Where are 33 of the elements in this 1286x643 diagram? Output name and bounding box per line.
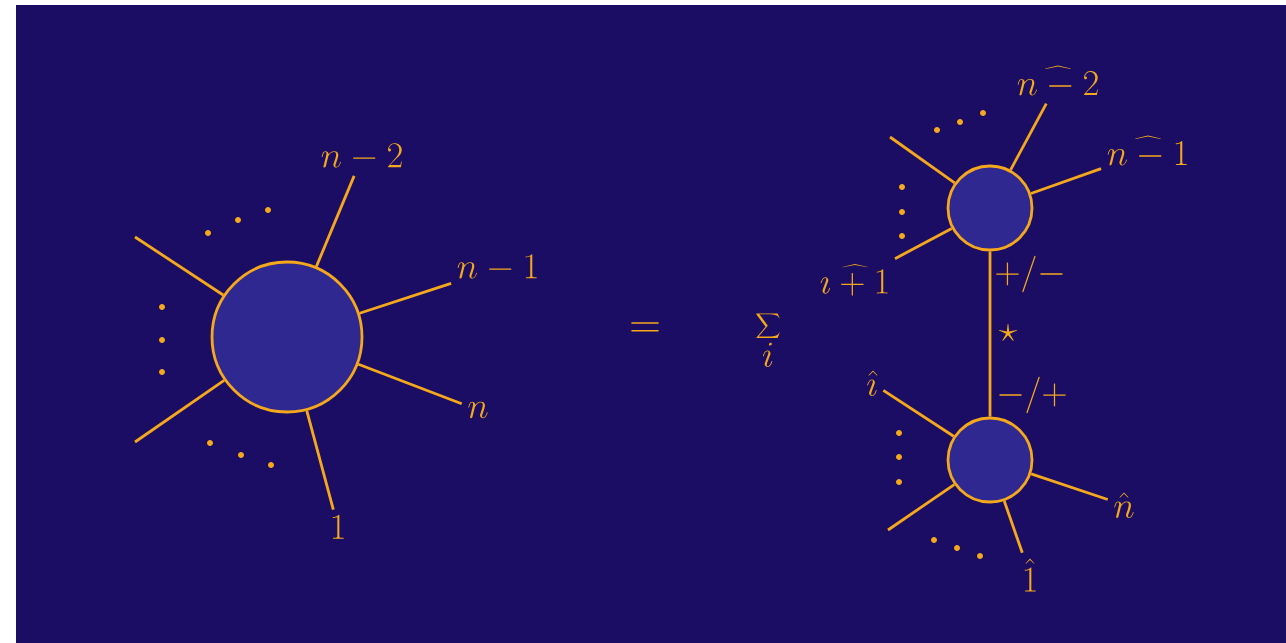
- leg-line: [1030, 167, 1102, 195]
- leg-label: $\hat{\imath}$: [867, 370, 878, 396]
- leg-label: $n-1$: [457, 254, 537, 279]
- leg-line: [894, 227, 953, 260]
- leg-label: $\hat{1}$: [1024, 558, 1036, 592]
- math-symbol: $+/-$: [996, 255, 1063, 293]
- vertex-circle: [946, 416, 1034, 504]
- math-symbol: $\sum_i$: [756, 313, 780, 367]
- leg-line: [889, 135, 956, 185]
- math-symbol: $-/+$: [999, 376, 1066, 414]
- leg-line: [305, 410, 335, 510]
- leg-label: $\widehat{\imath+1}$: [820, 263, 888, 296]
- leg-line: [134, 379, 225, 444]
- leg-label: $1$: [332, 514, 344, 539]
- vertex-circle: [210, 260, 364, 414]
- leg-label: $n-2$: [321, 143, 402, 168]
- leg-line: [1002, 500, 1024, 554]
- math-symbol: $\star$: [999, 323, 1017, 341]
- leg-label: $\widehat{n-2}$: [1017, 65, 1098, 96]
- leg-line: [882, 389, 955, 438]
- leg-line: [134, 235, 224, 297]
- leg-line: [357, 362, 463, 406]
- leg-line: [887, 483, 955, 532]
- math-symbol: $=$: [631, 322, 659, 332]
- leg-line: [1030, 472, 1109, 501]
- leg-label: $\hat{n}$: [1114, 492, 1134, 518]
- leg-label: $\widehat{n-1}$: [1107, 135, 1187, 166]
- vertex-circle: [946, 164, 1034, 252]
- leg-line: [1009, 103, 1048, 171]
- leg-line: [359, 281, 452, 315]
- leg-label: $n$: [468, 401, 488, 419]
- propagator-line: [988, 251, 992, 417]
- leg-line: [315, 175, 356, 267]
